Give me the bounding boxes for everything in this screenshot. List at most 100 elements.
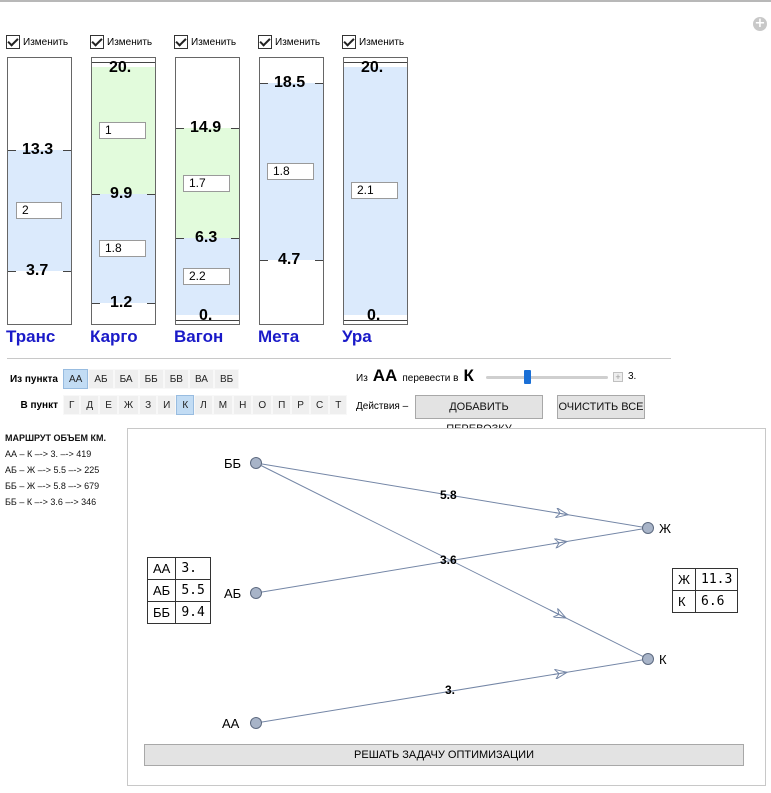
checkbox-label: Изменить bbox=[359, 36, 405, 48]
graph-node[interactable] bbox=[250, 587, 262, 599]
tick bbox=[231, 128, 239, 129]
to-option[interactable]: О bbox=[252, 395, 273, 415]
edge-arrow bbox=[552, 672, 567, 674]
transfer-summary: Из АА перевести в К bbox=[356, 366, 474, 388]
to-selector: Г Д Е Ж З И К Л М Н О П Р С Т bbox=[63, 395, 348, 415]
tick-label: 18.5 bbox=[274, 74, 306, 91]
to-option[interactable]: С bbox=[309, 395, 330, 415]
tick bbox=[315, 260, 323, 261]
checkbox-checked-icon[interactable] bbox=[342, 35, 356, 49]
edit-checkbox-ura[interactable]: Изменить bbox=[342, 34, 404, 50]
route-item: АА – К –-> 3. –-> 419 bbox=[5, 449, 92, 459]
tick-label: 14.9 bbox=[190, 119, 222, 136]
from-option[interactable]: ВБ bbox=[213, 369, 240, 389]
to-label: В пункт bbox=[20, 400, 58, 411]
tick bbox=[176, 128, 184, 129]
slider-track[interactable] bbox=[486, 376, 608, 379]
node-label: Ж bbox=[659, 521, 671, 536]
edit-checkbox-cargo[interactable]: Изменить bbox=[90, 34, 152, 50]
column-cargo: 20. 9.9 1.2 1 1.8 bbox=[91, 57, 156, 325]
to-option[interactable]: К bbox=[176, 395, 195, 415]
from-option[interactable]: БВ bbox=[163, 369, 189, 389]
clear-all-button[interactable]: ОЧИСТИТЬ ВСЕ bbox=[557, 395, 645, 419]
to-option[interactable]: Е bbox=[99, 395, 118, 415]
section-divider bbox=[7, 358, 671, 359]
checkbox-checked-icon[interactable] bbox=[174, 35, 188, 49]
tick-label: 13.3 bbox=[22, 141, 54, 158]
edge-label: 3.6 bbox=[440, 553, 457, 567]
checkbox-checked-icon[interactable] bbox=[258, 35, 272, 49]
from-option[interactable]: АБ bbox=[88, 369, 114, 389]
routes-list: МАРШРУТ ОБЪЕМ КМ. АА – К –-> 3. –-> 419 … bbox=[5, 430, 106, 510]
to-option[interactable]: Т bbox=[329, 395, 348, 415]
tick bbox=[176, 238, 184, 239]
add-circle-icon[interactable]: + bbox=[753, 16, 767, 31]
slider-plus-icon[interactable]: + bbox=[613, 372, 623, 382]
to-option[interactable]: И bbox=[157, 395, 177, 415]
to-option[interactable]: Д bbox=[80, 395, 100, 415]
from-option[interactable]: БА bbox=[113, 369, 139, 389]
edit-checkbox-trans[interactable]: Изменить bbox=[6, 34, 68, 50]
graph-edge bbox=[255, 527, 649, 594]
graph-node[interactable] bbox=[250, 457, 262, 469]
graph-node[interactable] bbox=[642, 653, 654, 665]
tick-label: 9.9 bbox=[110, 185, 133, 202]
value-input[interactable]: 1.8 bbox=[99, 240, 146, 257]
value-input[interactable]: 2 bbox=[16, 202, 62, 219]
to-option[interactable]: Г bbox=[63, 395, 81, 415]
from-option[interactable]: АА bbox=[63, 369, 89, 389]
tick bbox=[63, 271, 71, 272]
column-name-wagon: Вагон bbox=[174, 327, 224, 346]
tick-label: 20. bbox=[361, 59, 384, 76]
from-option[interactable]: ББ bbox=[138, 369, 164, 389]
to-option[interactable]: П bbox=[272, 395, 292, 415]
to-option[interactable]: Р bbox=[291, 395, 310, 415]
routes-title: МАРШРУТ ОБЪЕМ КМ. bbox=[5, 433, 106, 443]
checkbox-label: Изменить bbox=[23, 36, 69, 48]
graph-node[interactable] bbox=[250, 717, 262, 729]
node-label: К bbox=[659, 652, 667, 667]
edit-checkbox-wagon[interactable]: Изменить bbox=[174, 34, 236, 50]
slider-value: 3. bbox=[628, 371, 637, 382]
tick-label: 3.7 bbox=[26, 262, 49, 279]
node-label: АБ bbox=[224, 586, 241, 601]
tick bbox=[147, 194, 155, 195]
actions-label: Действия – bbox=[356, 401, 409, 412]
to-option[interactable]: З bbox=[139, 395, 158, 415]
edit-checkbox-meta[interactable]: Изменить bbox=[258, 34, 320, 50]
tick bbox=[147, 303, 155, 304]
table-cell: АБ bbox=[146, 579, 177, 602]
volume-slider[interactable] bbox=[486, 369, 608, 385]
value-input[interactable]: 2.1 bbox=[351, 182, 398, 199]
column-name-cargo: Карго bbox=[90, 327, 138, 346]
slider-thumb[interactable] bbox=[524, 370, 531, 384]
checkbox-checked-icon[interactable] bbox=[6, 35, 20, 49]
value-input[interactable]: 1.7 bbox=[183, 175, 230, 192]
value-input[interactable]: 2.2 bbox=[183, 268, 230, 285]
table-cell: 9.4 bbox=[175, 601, 211, 624]
column-name-trans: Транс bbox=[6, 327, 56, 346]
to-option[interactable]: Л bbox=[194, 395, 213, 415]
to-option[interactable]: Н bbox=[233, 395, 253, 415]
checkbox-checked-icon[interactable] bbox=[90, 35, 104, 49]
from-selector: АА АБ БА ББ БВ ВА ВБ bbox=[63, 369, 240, 389]
add-transfer-button[interactable]: ДОБАВИТЬ ПЕРЕВОЗКУ bbox=[415, 395, 543, 435]
solve-optimization-button[interactable]: РЕШАТЬ ЗАДАЧУ ОПТИМИЗАЦИИ bbox=[144, 744, 744, 766]
tick-label: 0. bbox=[199, 307, 213, 324]
from-option[interactable]: ВА bbox=[188, 369, 214, 389]
graph-edge bbox=[255, 462, 649, 529]
edge-label: 5.8 bbox=[440, 488, 457, 502]
to-option[interactable]: Ж bbox=[117, 395, 140, 415]
graph-edge bbox=[255, 658, 649, 724]
to-option[interactable]: М bbox=[212, 395, 234, 415]
edge-arrow bbox=[549, 610, 566, 618]
value-input[interactable]: 1.8 bbox=[267, 163, 314, 180]
transfer-mid: перевести в bbox=[402, 373, 459, 384]
graph-node[interactable] bbox=[642, 522, 654, 534]
edge-arrow bbox=[552, 542, 567, 544]
value-input[interactable]: 1 bbox=[99, 122, 146, 139]
